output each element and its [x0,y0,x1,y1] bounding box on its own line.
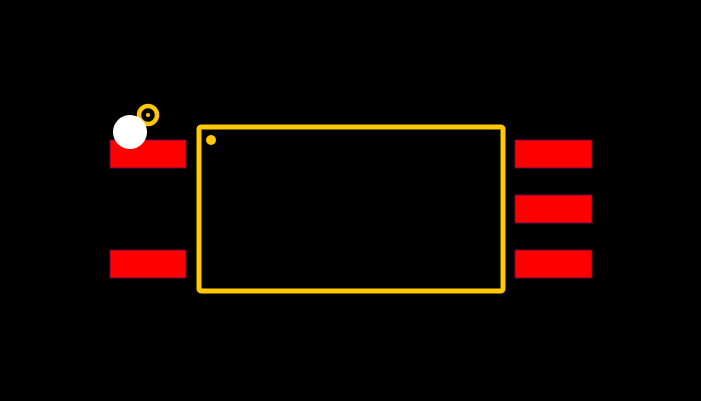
pad-right-5[interactable] [514,194,593,224]
pad-left-3[interactable] [109,249,187,279]
white-circle-cursor-icon [113,115,147,149]
pin1-marker-dot [206,135,216,145]
pad-right-6[interactable] [514,139,593,169]
pad-right-4[interactable] [514,249,593,279]
silkscreen-body-outline[interactable] [196,124,506,294]
origin-marker-icon [136,103,160,127]
origin-marker-center-dot [146,113,150,117]
